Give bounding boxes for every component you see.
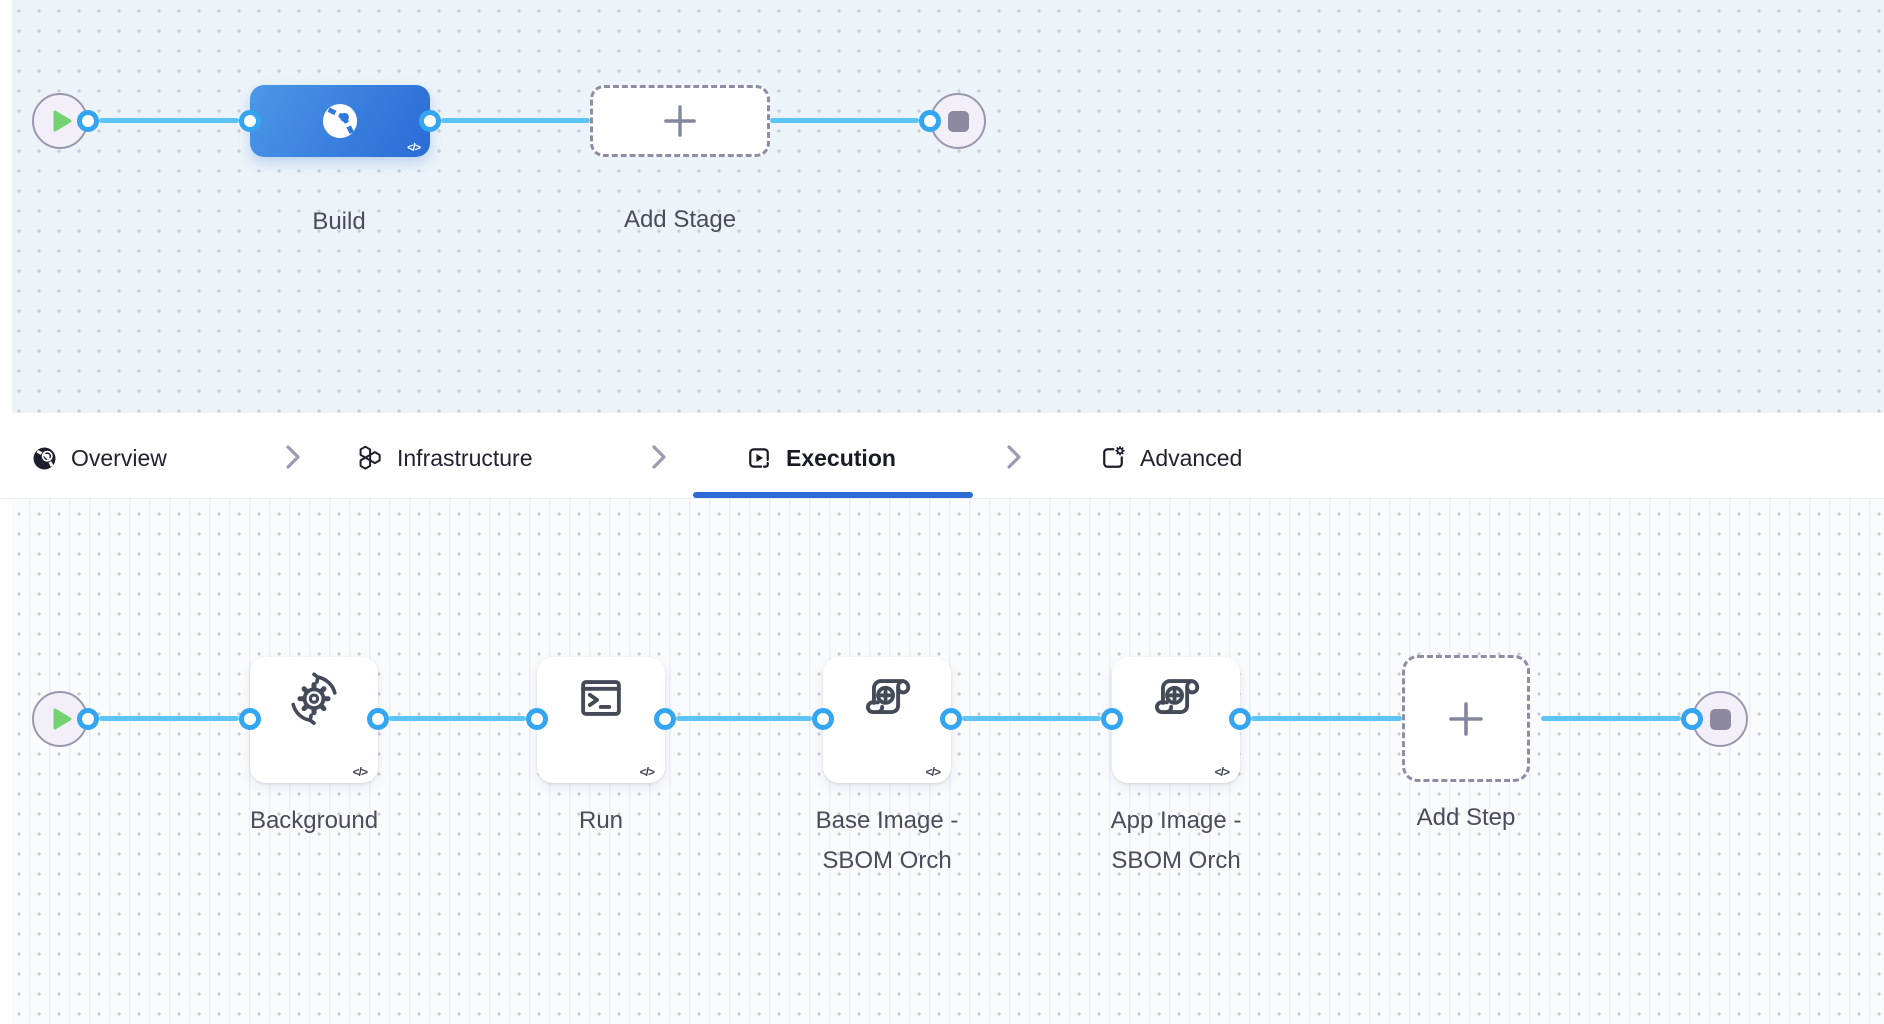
- advanced-gear-icon: [1103, 446, 1125, 468]
- chevron-right-icon: [652, 445, 666, 469]
- edge: [962, 716, 1101, 721]
- connector-port[interactable]: [367, 708, 389, 730]
- sbom-scroll-plus-icon: [866, 679, 911, 714]
- background-sync-gear-icon: [291, 672, 337, 725]
- step-node-run[interactable]: </>: [537, 657, 665, 783]
- tab-overview[interactable]: Overview: [31, 442, 167, 474]
- code-glyph: </>: [639, 765, 655, 779]
- edge: [99, 118, 239, 123]
- step-node-app-image-sbom[interactable]: </>: [1112, 657, 1240, 783]
- infrastructure-hexagons-icon: [359, 445, 381, 470]
- canvas-left-gutter: [0, 0, 12, 413]
- connector-port[interactable]: [1681, 708, 1703, 730]
- code-glyph: </>: [1214, 765, 1230, 779]
- tab-infrastructure[interactable]: Infrastructure: [356, 442, 533, 474]
- tab-label: Overview: [71, 444, 167, 471]
- connector-port[interactable]: [919, 110, 941, 132]
- connector-port[interactable]: [239, 708, 261, 730]
- step-label: Base Image - SBOM Orch: [815, 807, 959, 874]
- connector-port[interactable]: [419, 110, 441, 132]
- add-step-label: Add Step: [1416, 804, 1516, 831]
- run-terminal-icon: [581, 680, 621, 716]
- step-node-base-image-sbom[interactable]: </>: [823, 657, 951, 783]
- connector-port[interactable]: [940, 708, 962, 730]
- sbom-scroll-plus-icon: [1155, 679, 1200, 714]
- code-glyph: </>: [407, 142, 421, 154]
- connector-port[interactable]: [239, 110, 261, 132]
- canvas-left-gutter: [0, 499, 12, 1024]
- step-label: App Image - SBOM Orch: [1110, 807, 1242, 874]
- edge: [1251, 716, 1402, 721]
- connector-port[interactable]: [526, 708, 548, 730]
- active-tab-underline: [693, 492, 973, 498]
- step-label: Run: [578, 807, 624, 834]
- code-glyph: </>: [925, 765, 941, 779]
- chevron-right-icon: [286, 445, 300, 469]
- add-stage-button[interactable]: [590, 85, 770, 157]
- edge: [676, 716, 812, 721]
- pipeline-overview-icon: [33, 447, 56, 469]
- tab-label: Infrastructure: [397, 444, 533, 471]
- connector-port[interactable]: [1229, 708, 1251, 730]
- tab-label: Execution: [786, 444, 896, 471]
- edge: [389, 716, 526, 721]
- connector-port[interactable]: [77, 110, 99, 132]
- edge: [770, 118, 919, 123]
- stage-canvas[interactable]: </> Build Add Stage: [0, 0, 1884, 413]
- connector-port[interactable]: [77, 708, 99, 730]
- step-label: Background: [249, 807, 379, 834]
- stop-icon: [947, 110, 969, 132]
- stage-config-tabbar: Overview Infrastructure: [0, 413, 1884, 499]
- add-step-button[interactable]: [1402, 655, 1530, 782]
- plus-icon: [664, 105, 696, 137]
- connector-port[interactable]: [654, 708, 676, 730]
- execution-play-icon: [749, 448, 769, 468]
- execution-canvas[interactable]: </> </>: [0, 499, 1884, 1024]
- edge: [441, 118, 590, 123]
- tab-advanced[interactable]: Advanced: [1099, 442, 1242, 474]
- connector-port[interactable]: [1101, 708, 1123, 730]
- step-node-background[interactable]: </>: [250, 657, 378, 783]
- add-stage-label: Add Stage: [623, 206, 737, 233]
- play-icon: [53, 708, 72, 730]
- code-glyph: </>: [352, 765, 368, 779]
- stage-label: Build: [312, 208, 366, 235]
- tab-label: Advanced: [1140, 444, 1243, 471]
- plus-icon: [1449, 701, 1483, 736]
- build-orb-icon: [322, 103, 358, 139]
- play-icon: [53, 110, 72, 132]
- connector-port[interactable]: [812, 708, 834, 730]
- stage-node-build[interactable]: </>: [250, 85, 430, 157]
- edge: [99, 716, 239, 721]
- chevron-right-icon: [1007, 445, 1021, 469]
- edge: [1541, 716, 1681, 721]
- tab-execution[interactable]: Execution: [745, 442, 896, 474]
- stop-icon: [1709, 708, 1731, 730]
